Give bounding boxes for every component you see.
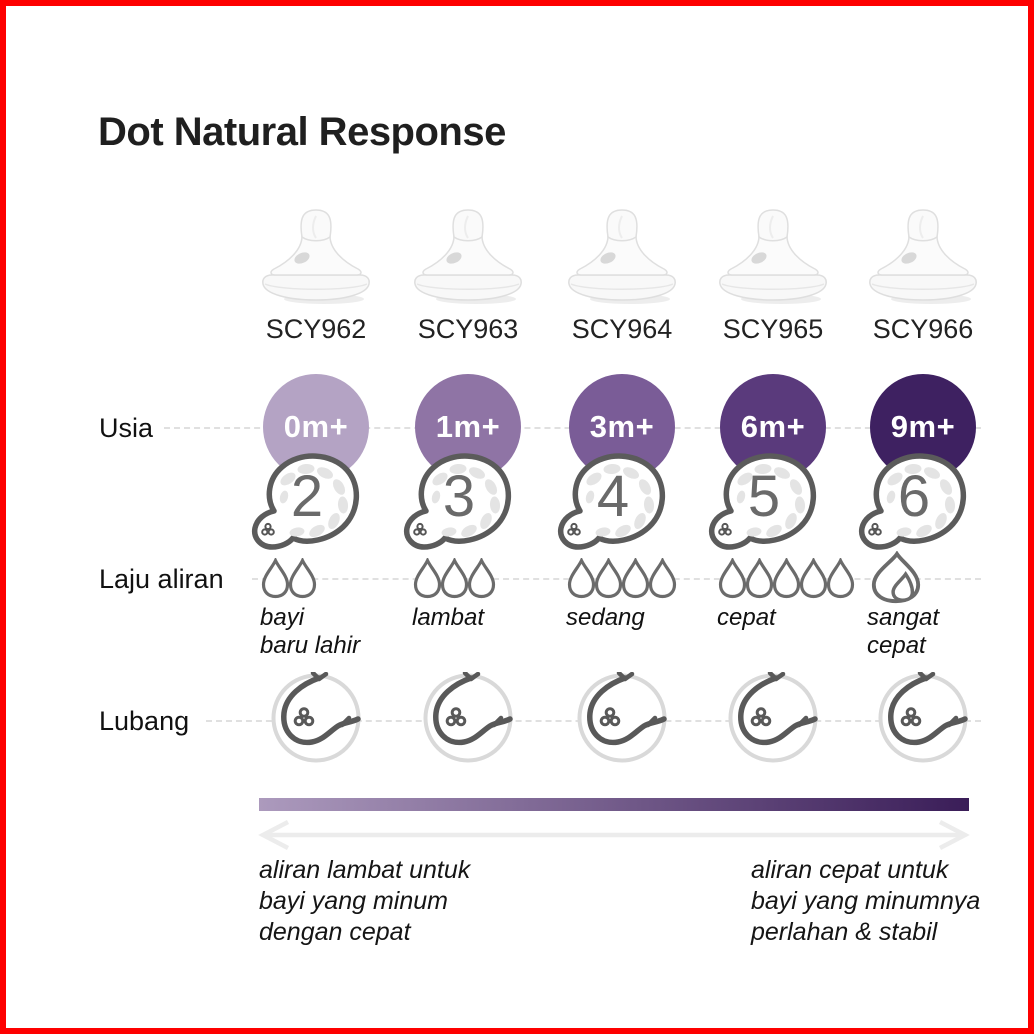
water-drop-icon <box>440 558 469 599</box>
flow-drops <box>260 558 317 602</box>
teat-cross-section-icon <box>708 453 817 550</box>
flow-label: bayi baru lahir <box>260 604 361 659</box>
product-code: SCY966 <box>872 314 974 344</box>
teat-number-illustration: 5 <box>708 449 820 553</box>
product-code: SCY963 <box>417 314 519 344</box>
water-drop-icon <box>826 558 855 599</box>
water-drop-icon <box>567 558 596 599</box>
teat-number: 4 <box>596 463 630 529</box>
water-drop-icon <box>594 558 623 599</box>
hole-illustration <box>727 670 819 764</box>
hole-detail-icon <box>423 670 513 763</box>
product-code: SCY965 <box>722 314 824 344</box>
water-drop-icon <box>718 558 747 599</box>
teat-cross-section-icon <box>251 453 360 550</box>
age-badge-label: 3m+ <box>589 409 655 444</box>
product-column-scy963: SCY963 1m+ 3 <box>393 206 543 781</box>
flow-scale-arrow <box>256 820 972 850</box>
age-row-label: Usia <box>99 413 154 443</box>
hole-illustration <box>422 670 514 764</box>
product-column-scy965: SCY965 6m+ 5 <box>698 206 855 781</box>
hole-illustration <box>576 670 668 764</box>
teat-number-illustration: 3 <box>403 449 515 553</box>
hole-illustration <box>877 670 969 764</box>
double-arrow-icon <box>258 820 970 850</box>
teat-number-illustration: 4 <box>557 449 669 553</box>
teat-photo-image <box>568 209 676 304</box>
hole-detail-icon <box>577 670 667 763</box>
flow-drops <box>717 558 855 602</box>
teat-photo <box>562 206 682 306</box>
teat-photo <box>713 206 833 306</box>
flow-label: cepat <box>717 604 776 631</box>
teat-photo <box>256 206 376 306</box>
water-drop-icon <box>648 558 677 599</box>
product-code: SCY962 <box>265 314 367 344</box>
age-badge-label: 6m+ <box>740 409 806 444</box>
teat-photo <box>408 206 528 306</box>
double-drop-icon <box>871 551 921 604</box>
footer-note-right: aliran cepat untuk bayi yang minumnya pe… <box>751 856 981 946</box>
age-badge-label: 0m+ <box>283 409 349 444</box>
water-drop-icon <box>799 558 828 599</box>
flow-drops <box>566 558 677 602</box>
teat-cross-section-icon <box>858 453 967 550</box>
product-column-scy966: SCY966 9m+ 6 sangat <box>848 206 998 781</box>
teat-photo <box>863 206 983 306</box>
hole-row-label: Lubang <box>99 706 190 736</box>
teat-number: 6 <box>897 463 931 529</box>
product-column-scy962: SCY962 0m+ 2 bayi <box>241 206 391 781</box>
water-drop-icon <box>261 558 290 599</box>
teat-photo-image <box>719 209 827 304</box>
teat-photo-image <box>869 209 977 304</box>
flow-label: sedang <box>566 604 645 631</box>
teat-cross-section-icon <box>557 453 666 550</box>
teat-photo-image <box>414 209 522 304</box>
teat-number: 2 <box>290 463 324 529</box>
teat-number-illustration: 6 <box>858 449 970 553</box>
water-drop-icon <box>413 558 442 599</box>
hole-detail-icon <box>728 670 818 763</box>
water-drop-icon <box>467 558 496 599</box>
flow-row-label: Laju aliran <box>99 564 224 594</box>
page-title: Dot Natural Response <box>98 110 506 154</box>
teat-number-illustration: 2 <box>251 449 363 553</box>
product-column-scy964: SCY964 3m+ 4 <box>547 206 697 781</box>
footer-note-left: aliran lambat untuk bayi yang minum deng… <box>259 856 471 946</box>
teat-photo-image <box>262 209 370 304</box>
teat-number: 3 <box>442 463 476 529</box>
teat-cross-section-icon <box>403 453 512 550</box>
teat-number: 5 <box>747 463 781 529</box>
hole-detail-icon <box>271 670 361 763</box>
water-drop-icon <box>745 558 774 599</box>
water-drop-icon <box>772 558 801 599</box>
water-drop-icon <box>621 558 650 599</box>
flow-gradient-bar <box>259 798 969 811</box>
flow-label: lambat <box>412 604 485 631</box>
water-drop-icon <box>288 558 317 599</box>
hole-detail-icon <box>878 670 968 763</box>
flow-drops <box>867 551 925 604</box>
age-badge-label: 1m+ <box>435 409 501 444</box>
flow-drops <box>412 558 496 602</box>
product-code: SCY964 <box>571 314 673 344</box>
age-badge-label: 9m+ <box>890 409 956 444</box>
flow-label: sangat cepat <box>867 604 940 659</box>
hole-illustration <box>270 670 362 764</box>
